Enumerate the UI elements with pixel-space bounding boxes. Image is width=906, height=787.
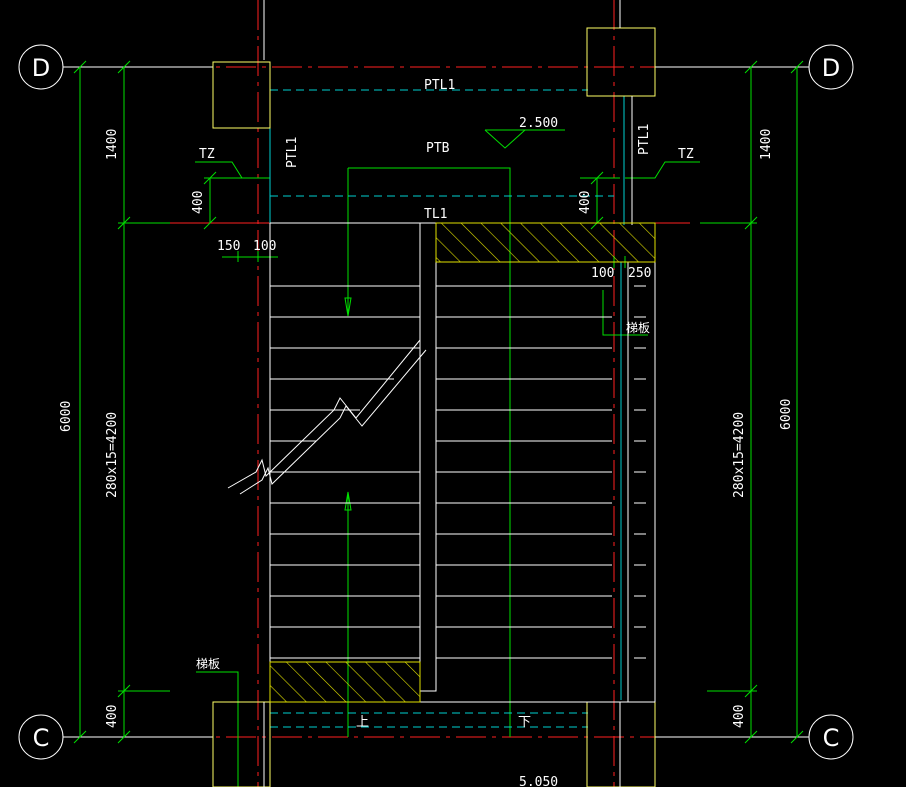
svg-text:D: D <box>822 54 840 82</box>
dim-left-total: 6000 <box>59 401 74 432</box>
tz-right-label: TZ <box>678 147 694 162</box>
dim-right-tz: 400 <box>578 191 593 214</box>
dim-left-top: 1400 <box>105 129 120 160</box>
dim-100-left: 100 <box>253 239 276 254</box>
bottom-level: 5.050 <box>519 775 558 787</box>
dim-right-top: 1400 <box>759 129 774 160</box>
dim-right-total: 6000 <box>779 399 794 430</box>
slab-left-label: 梯板 <box>196 657 220 671</box>
dim-250: 250 <box>628 266 651 281</box>
dim-right-bottom: 400 <box>732 705 747 728</box>
down-label: 下 <box>518 715 531 730</box>
grid-bubble-d-left: D <box>18 44 64 90</box>
ptl1-top-label: PTL1 <box>424 78 455 93</box>
up-label: 上 <box>356 715 369 730</box>
hatched-zones <box>269 222 656 703</box>
dim-left-mid: 280x15=4200 <box>105 412 120 498</box>
grid-bubble-c-left: C <box>18 714 64 760</box>
landing-level: 2.500 <box>519 116 558 131</box>
slab-right-label: 梯板 <box>626 321 650 335</box>
grid-bubble-c-right: C <box>808 714 854 760</box>
dim-left-tz: 400 <box>191 191 206 214</box>
dim-left-bottom: 400 <box>105 705 120 728</box>
grid-bubble-d-right: D <box>808 44 854 90</box>
svg-text:D: D <box>32 54 50 82</box>
break-line <box>227 339 427 495</box>
dim-100-right: 100 <box>591 266 614 281</box>
axis-lines <box>180 0 700 787</box>
ptb-label: PTB <box>426 141 450 156</box>
tz-left-label: TZ <box>199 147 215 162</box>
dim-right-mid: 280x15=4200 <box>732 412 747 498</box>
ptl1-left-label: PTL1 <box>285 137 300 168</box>
stair-treads <box>270 285 612 659</box>
dimension-lines <box>73 60 804 787</box>
tl1-label: TL1 <box>424 207 447 222</box>
svg-text:C: C <box>33 724 50 752</box>
ptl1-right-label: PTL1 <box>637 124 652 155</box>
tread-ticks <box>634 285 646 659</box>
dim-150: 150 <box>217 239 240 254</box>
svg-text:C: C <box>823 724 840 752</box>
